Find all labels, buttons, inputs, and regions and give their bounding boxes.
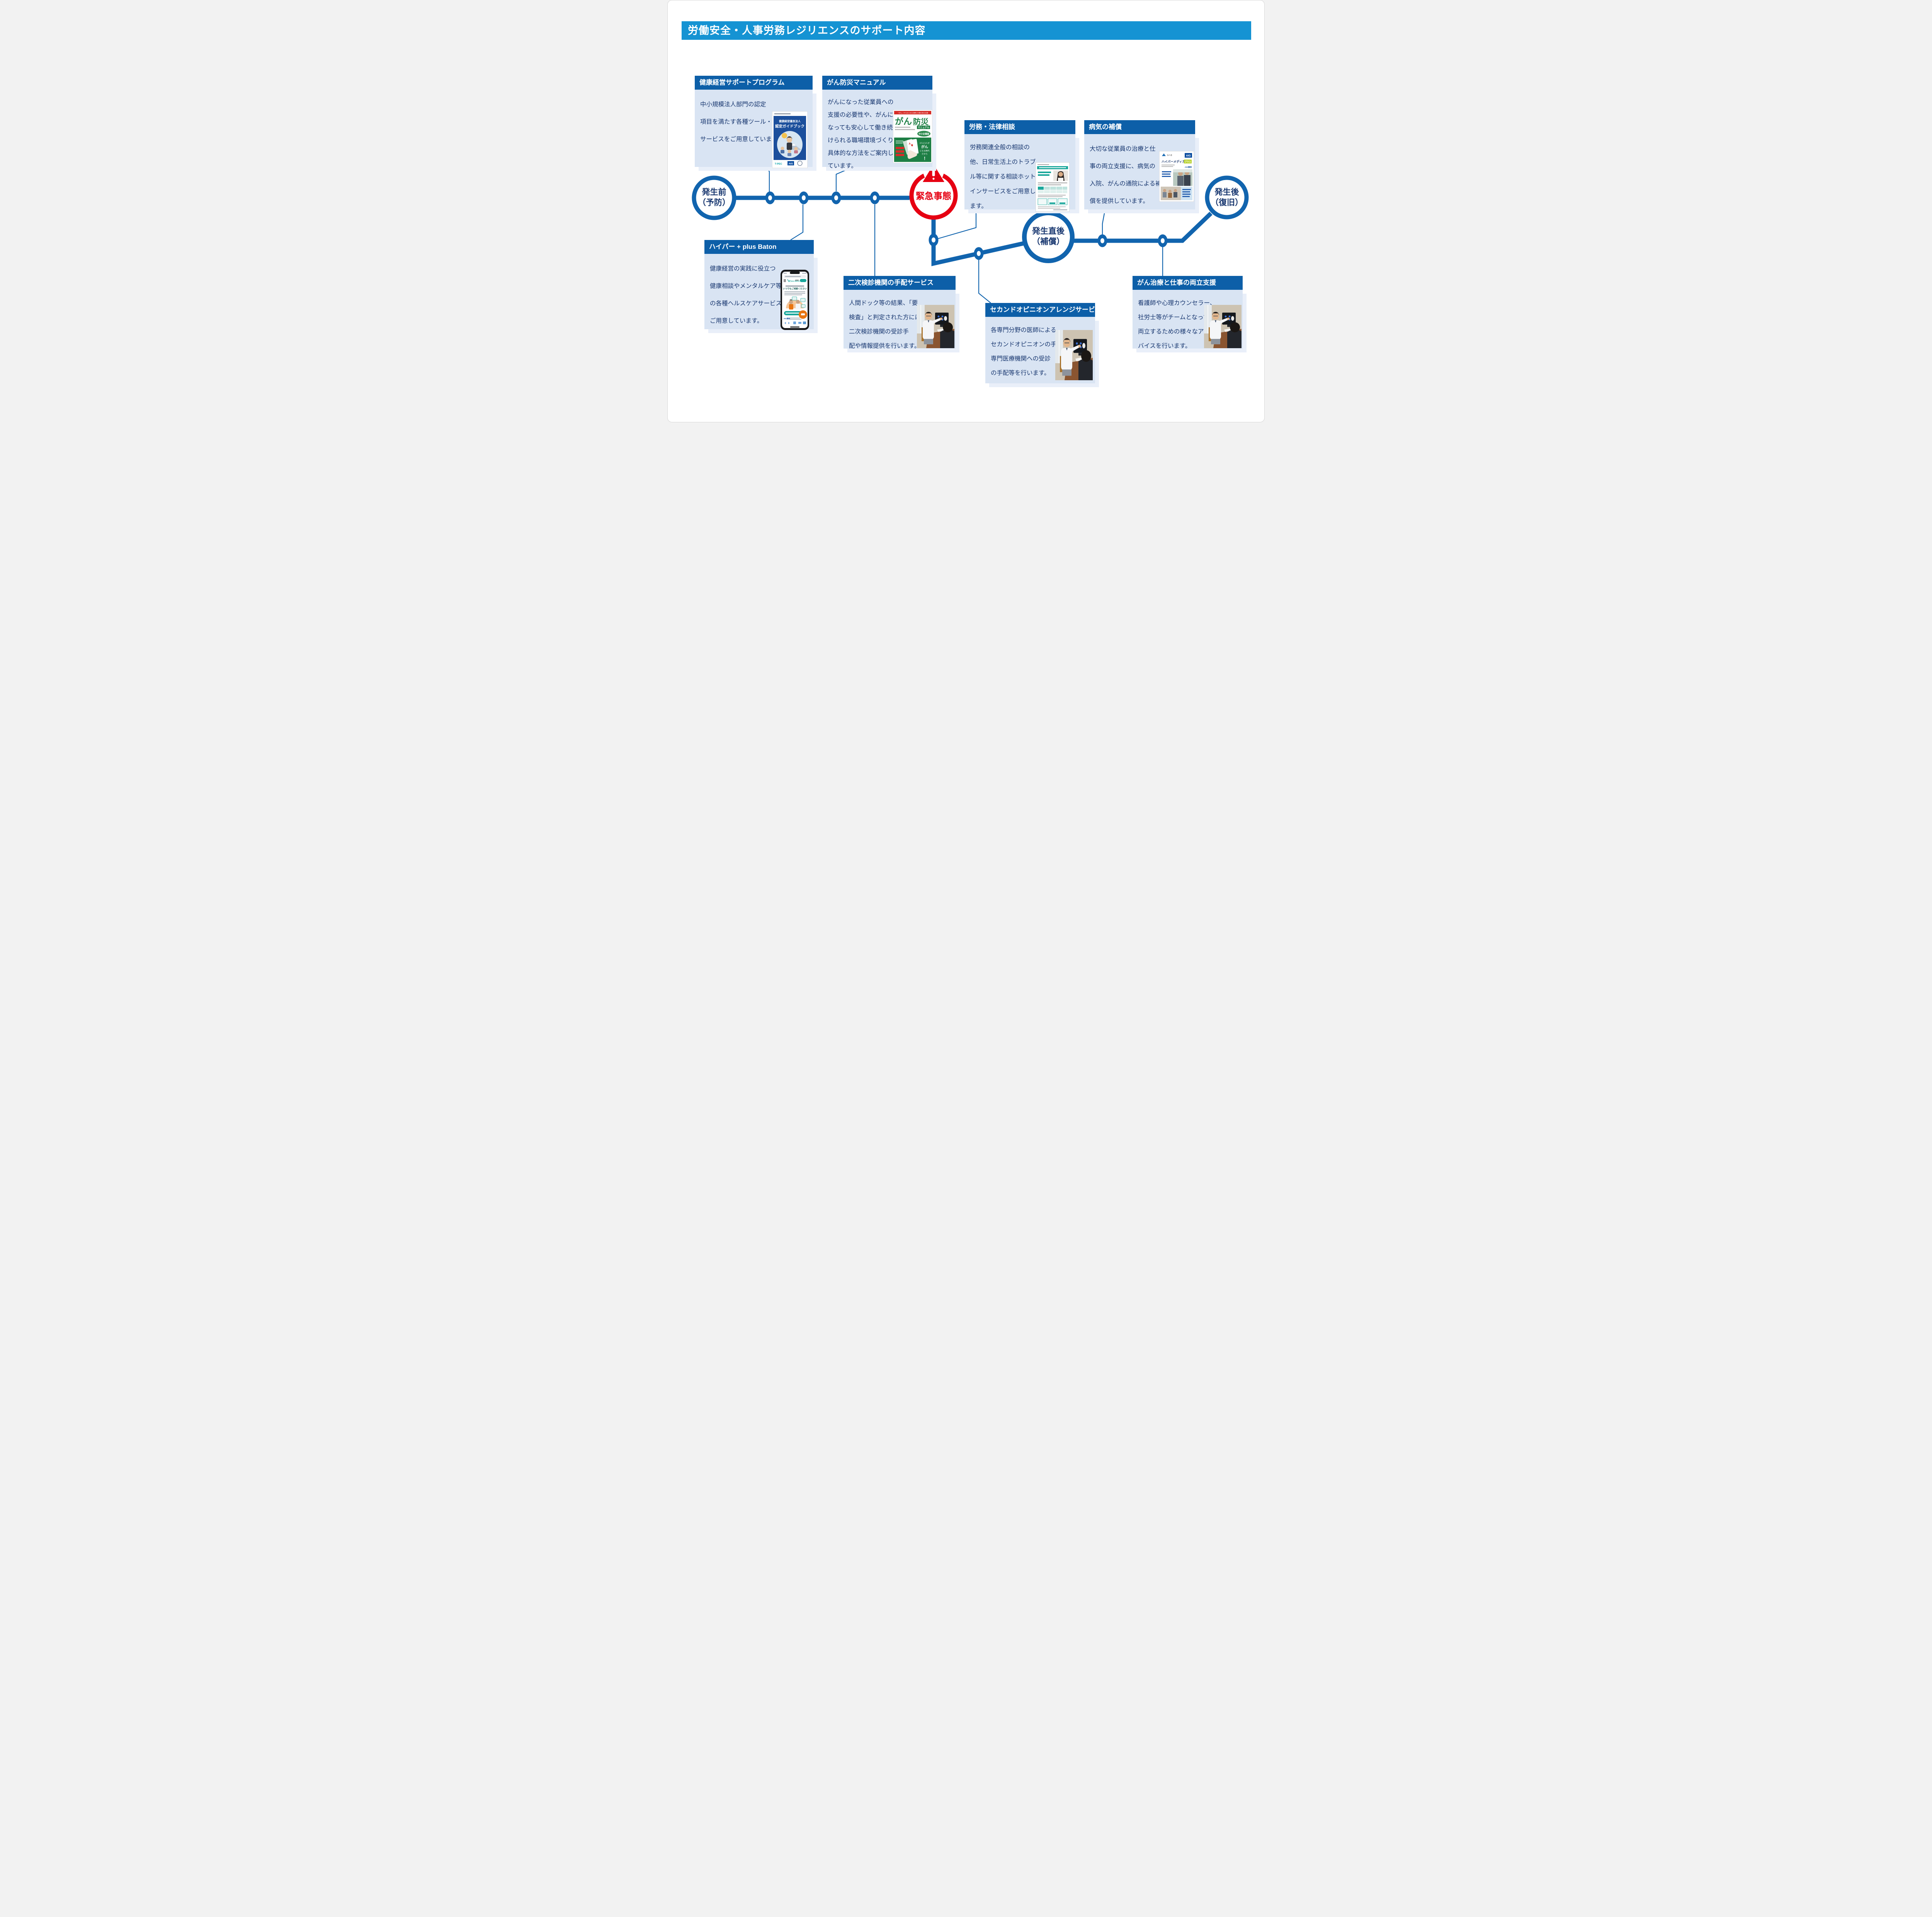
svg-text:AIG損保: AIG損保 [1185,166,1192,168]
timeline-node-circles [692,171,1249,263]
card-title-health-management: 健康経営サポートプログラム [695,76,813,90]
doctor-consultation-photo [1055,330,1093,380]
card-title-cancer-manual: がん防災マニュアル [822,76,932,90]
svg-text:認定ガイドブック: 認定ガイドブック [775,124,804,129]
timeline-low-segment [1074,212,1213,243]
svg-text:「がん」からはじめる治療と仕事の両立支援: 「がん」からはじめる治療と仕事の両立支援 [897,112,928,114]
svg-text:がん: がん [895,117,912,126]
svg-text:AIG: AIG [1186,155,1191,157]
connector-card3-to-mid-dot [937,209,977,240]
guidebook-cover-image: 健康経営優良法人 認定ガイドブック T-PEC AIG [772,111,808,168]
brochure-photo-top [1173,169,1192,186]
timeline-dot [765,191,775,204]
connector-lines [765,165,1163,303]
svg-text:!: ! [924,156,925,161]
svg-text:健康経営優良法人: 健康経営優良法人 [779,119,801,123]
card-title-sickness-compensation: 病気の補償 [1084,120,1195,134]
flyer-step-boxes [1037,198,1068,205]
connector-dot2-to-card5 [790,204,804,240]
hotline-flyer-image [1036,162,1070,212]
svg-text:いつでもご相談ください: いつでもご相談ください [783,287,807,290]
svg-text:AIG損保: AIG損保 [784,317,791,320]
cancer-manual-cover-image: 「がん」からはじめる治療と仕事の両立支援 がん 防災 マニュアル 中小企業版 ♦… [893,110,932,163]
svg-text:になる時代: になる時代 [920,150,929,152]
browser-toolbar [784,321,806,324]
timeline-dot [799,191,809,204]
svg-text:がん: がん [921,145,928,149]
brochure-photo-bottom [1161,187,1181,200]
svg-text:plus Baton: plus Baton [791,280,800,282]
flyer-table [1038,187,1067,193]
hojinkai-logo [1162,153,1166,156]
timeline-segments [731,196,1213,266]
flyer-woman-photo [1053,170,1068,181]
timeline-dot [929,233,939,247]
doctor-consultation-photo [917,305,954,348]
doctor-consultation-photo [1204,305,1242,348]
card-title-secondary-checkup: 二次検診機関の手配サービス [844,276,956,290]
svg-text:法人会: 法人会 [1167,154,1172,156]
hand-illustration [907,150,917,159]
svg-text:2人に1人が: 2人に1人が [920,142,930,145]
svg-text:A: A [908,143,911,146]
node-circle-before [692,175,736,220]
card-title-hyper-plus-baton: ハイパー + plus Baton [704,240,814,254]
playing-cards-illustration: ♦ A [903,139,919,159]
connector-diag-dot-to-card7 [978,259,991,303]
medical-brochure-image: 法人会 AIG ハイパーメディカル プラス AIG損保 [1159,151,1194,202]
warning-triangle-icon [920,163,947,182]
svg-text:だから: だから [922,153,927,155]
card-title-second-opinion: セカンドオピニオンアレンジサービス [985,303,1102,317]
svg-text:中小企業版: 中小企業版 [918,133,929,136]
timeline-dot [1158,234,1168,247]
timeline-dot [974,247,984,260]
patient-figure [940,322,954,348]
node-label-right-after: 発生直後 （補償） [1032,227,1065,246]
consultation-illustration [786,296,806,310]
connector-card2-to-dot3 [835,166,854,191]
timeline-dot [870,191,880,204]
timeline-dot [1097,234,1107,247]
svg-text:防災: 防災 [913,117,929,126]
svg-text:♦: ♦ [910,142,913,148]
node-circle-after [1205,175,1249,219]
connector-card4-to-low-dot1 [1102,209,1106,235]
card-body-work-treatment-balance: 看護師や心理カウンセラー、 社労士等がチームとなって、 両立するための様々なアド… [1133,290,1243,349]
node-label-after: 発生後 （復旧） [1211,188,1243,207]
doctor-figure [922,312,943,344]
timeline-dots [765,191,1168,260]
card-title-labor-legal: 労務・法律相談 [964,120,1075,134]
card-title-work-treatment-balance: がん治療と仕事の両立支援 [1133,276,1243,290]
svg-text:T-PEC: T-PEC [775,163,782,165]
svg-text:マニュアル: マニュアル [918,126,929,129]
node-label-before: 発生前 （予防） [698,188,730,207]
timeline-diagram [692,163,1249,303]
svg-text:プラス: プラス [1185,160,1191,163]
timeline-dot [831,191,841,204]
baton-app-phone-image: plus Baton いつでもご相談ください AIG損保 [781,270,809,330]
card-body-labor-legal: 労務関連全般の相談の 他、日常生活上のトラブ ル等に関する相談ホットラ インサー… [964,134,1075,209]
svg-text:ハイパーメディカル: ハイパーメディカル [1162,160,1188,163]
svg-text:AIG: AIG [789,163,793,165]
node-label-emergency: 緊急事態 [916,191,951,201]
plus-baton-logo [787,279,791,282]
node-circle-right-after [1022,211,1075,263]
signup-button [800,279,806,282]
timeline-mid-segment [931,216,1024,266]
phone-notch [790,272,800,274]
app-header: plus Baton [784,279,806,282]
page-title: 労働安全・人事労務レジリエンスのサポート内容 [682,21,1251,40]
infographic-canvas: 労働安全・人事労務レジリエンスのサポート内容 [667,0,1265,422]
sun-illustration [782,133,787,138]
